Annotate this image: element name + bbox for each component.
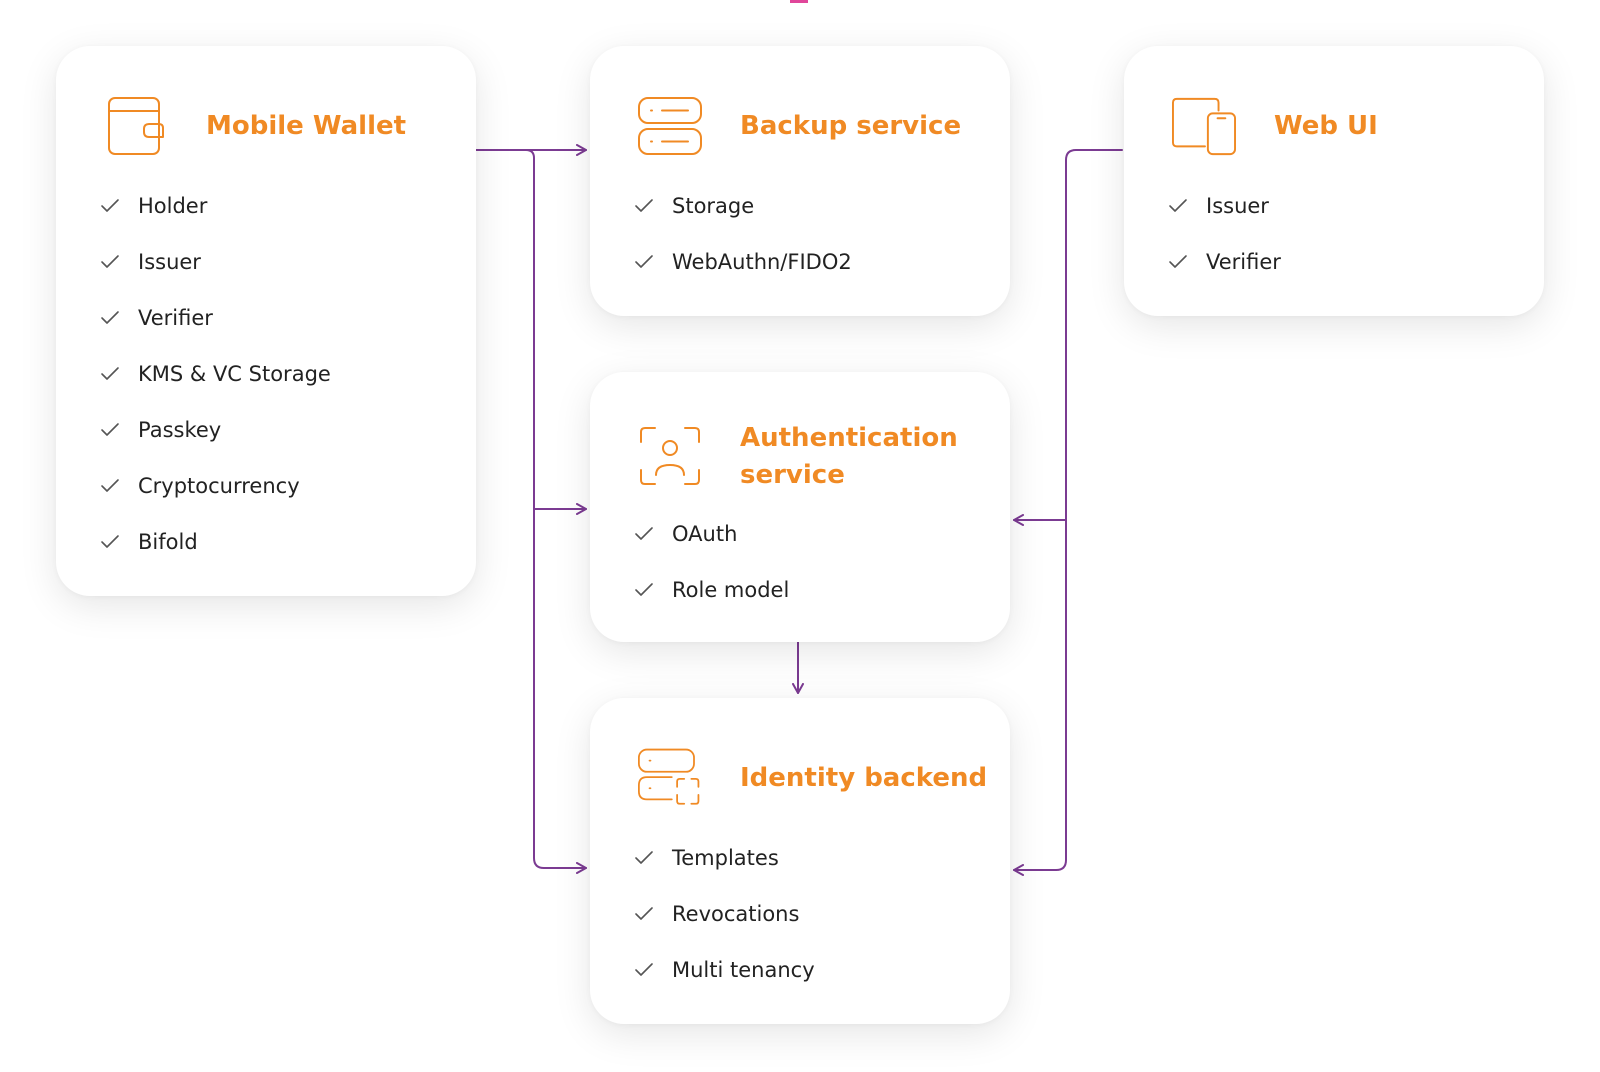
check-icon bbox=[635, 255, 653, 268]
feature-label: OAuth bbox=[672, 522, 738, 546]
check-icon bbox=[635, 583, 653, 596]
feature-item: Verifier bbox=[100, 290, 331, 346]
top-accent-mark bbox=[790, 0, 808, 3]
mobile-wallet-feature-list: Holder Issuer Verifier KMS & VC Storage … bbox=[100, 178, 331, 570]
mobile-wallet-card: Mobile Wallet Holder Issuer Verifier KMS… bbox=[56, 46, 476, 596]
check-icon bbox=[635, 199, 653, 212]
feature-label: Templates bbox=[672, 846, 779, 870]
feature-label: Cryptocurrency bbox=[138, 474, 300, 498]
identity-backend-feature-list: Templates Revocations Multi tenancy bbox=[634, 830, 815, 998]
feature-item: Templates bbox=[634, 830, 815, 886]
web-ui-feature-list: Issuer Verifier bbox=[1168, 178, 1281, 290]
check-icon bbox=[635, 963, 653, 976]
identity-backend-card: Identity backend Templates Revocations M… bbox=[590, 698, 1010, 1024]
check-icon bbox=[635, 907, 653, 920]
wallet-icon bbox=[104, 94, 168, 158]
feature-item: KMS & VC Storage bbox=[100, 346, 331, 402]
web-ui-title: Web UI bbox=[1274, 110, 1378, 141]
feature-item: Cryptocurrency bbox=[100, 458, 331, 514]
feature-item: Storage bbox=[634, 178, 852, 234]
feature-item: Role model bbox=[634, 562, 789, 618]
feature-label: Issuer bbox=[138, 250, 201, 274]
backup-service-header: Backup service bbox=[638, 94, 990, 158]
check-icon bbox=[1169, 255, 1187, 268]
devices-icon bbox=[1172, 94, 1236, 158]
feature-label: Holder bbox=[138, 194, 208, 218]
feature-label: Multi tenancy bbox=[672, 958, 815, 982]
feature-item: Bifold bbox=[100, 514, 331, 570]
authentication-service-title: Authentication service bbox=[740, 423, 958, 490]
feature-item: Revocations bbox=[634, 886, 815, 942]
check-icon bbox=[101, 423, 119, 436]
feature-item: Verifier bbox=[1168, 234, 1281, 290]
mobile-wallet-header: Mobile Wallet bbox=[104, 94, 456, 158]
check-icon bbox=[101, 255, 119, 268]
feature-label: Passkey bbox=[138, 418, 222, 442]
mobile-wallet-title: Mobile Wallet bbox=[206, 110, 407, 141]
feature-label: WebAuthn/FIDO2 bbox=[672, 250, 852, 274]
feature-label: Issuer bbox=[1206, 194, 1269, 218]
check-icon bbox=[635, 851, 653, 864]
check-icon bbox=[635, 527, 653, 540]
authentication-service-feature-list: OAuth Role model bbox=[634, 506, 789, 618]
feature-label: KMS & VC Storage bbox=[138, 362, 331, 386]
server-scan-icon bbox=[638, 746, 702, 810]
feature-item: OAuth bbox=[634, 506, 789, 562]
feature-label: Revocations bbox=[672, 902, 800, 926]
backup-service-title: Backup service bbox=[740, 110, 962, 141]
feature-item: Issuer bbox=[100, 234, 331, 290]
feature-item: Passkey bbox=[100, 402, 331, 458]
connector-mobile-trunk bbox=[525, 149, 545, 869]
feature-label: Verifier bbox=[1206, 250, 1281, 274]
backup-service-card: Backup service Storage WebAuthn/FIDO2 bbox=[590, 46, 1010, 316]
check-icon bbox=[101, 311, 119, 324]
feature-item: WebAuthn/FIDO2 bbox=[634, 234, 852, 290]
identity-backend-title: Identity backend bbox=[740, 762, 988, 793]
feature-item: Issuer bbox=[1168, 178, 1281, 234]
feature-item: Multi tenancy bbox=[634, 942, 815, 998]
feature-label: Verifier bbox=[138, 306, 213, 330]
check-icon bbox=[101, 535, 119, 548]
feature-label: Bifold bbox=[138, 530, 198, 554]
feature-label: Storage bbox=[672, 194, 755, 218]
check-icon bbox=[1169, 199, 1187, 212]
authentication-service-header: Authentication service bbox=[638, 420, 990, 494]
backup-service-feature-list: Storage WebAuthn/FIDO2 bbox=[634, 178, 852, 290]
identity-backend-header: Identity backend bbox=[638, 746, 990, 810]
web-ui-header: Web UI bbox=[1172, 94, 1524, 158]
check-icon bbox=[101, 479, 119, 492]
server-icon bbox=[638, 94, 702, 158]
feature-label: Role model bbox=[672, 578, 790, 602]
web-ui-card: Web UI Issuer Verifier bbox=[1124, 46, 1544, 316]
authentication-service-card: Authentication service OAuth Role model bbox=[590, 372, 1010, 642]
face-scan-icon bbox=[638, 425, 702, 489]
check-icon bbox=[101, 367, 119, 380]
check-icon bbox=[101, 199, 119, 212]
connector-webui-trunk bbox=[1055, 149, 1123, 871]
feature-item: Holder bbox=[100, 178, 331, 234]
